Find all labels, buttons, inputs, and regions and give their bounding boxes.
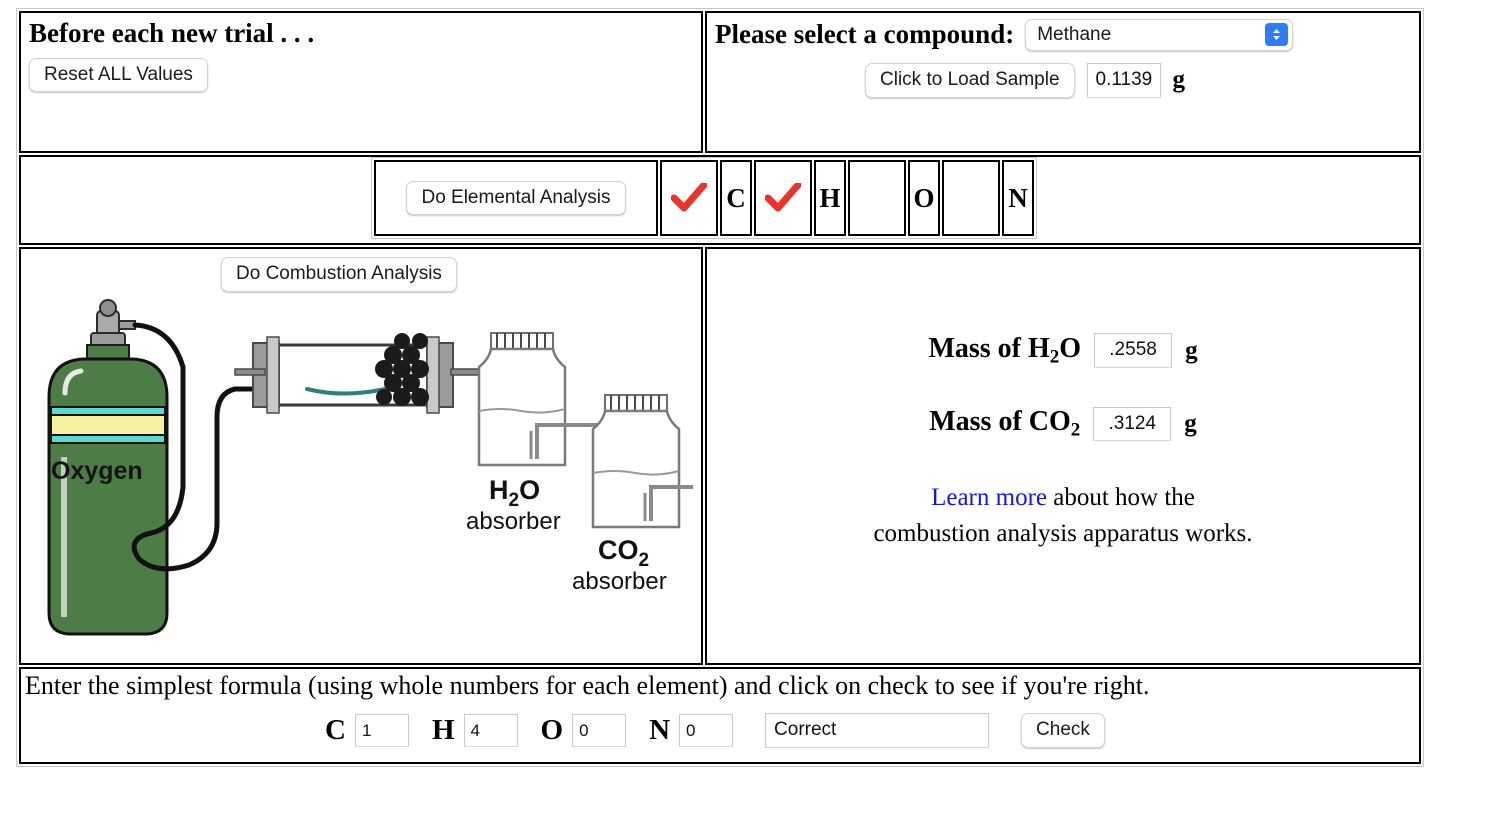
answer-row: Enter the simplest formula (using whole … [19,667,1421,764]
element-symbol-cell-h: H [814,160,846,236]
co2-mass-field[interactable]: .3124 [1093,406,1172,442]
combustion-apparatus-diagram: Oxygen [47,299,693,636]
combustion-analysis-simulation: Before each new trial . . . Reset ALL Va… [16,8,1424,767]
co2-absorber-caption: absorber [572,568,667,595]
elemental-results-table: Do Elemental Analysis C [371,157,1037,239]
co2-mass-row: Mass of CO2 .3124 g [707,406,1419,442]
learn-more-link[interactable]: Learn more [931,483,1047,511]
trial-panel: Before each new trial . . . Reset ALL Va… [19,11,703,153]
learn-more-text: Learn more about how the combustion anal… [707,480,1419,553]
formula-symbol-h: H [431,713,455,746]
formula-input-n[interactable]: 0 [679,713,734,747]
co2-absorber-label: CO2 [598,535,649,571]
element-check-cell-c[interactable] [660,160,718,236]
chevron-updown-icon[interactable] [1265,23,1289,46]
do-combustion-analysis-button[interactable]: Do Combustion Analysis [221,257,457,292]
apparatus-panel: Do Combustion Analysis [19,247,703,665]
sample-mass-field[interactable]: 0.1139 [1086,63,1161,98]
formula-entry-row: C 1 H 4 O 0 N 0 Correct Check [25,712,1419,748]
elemental-analysis-row: Do Elemental Analysis C [19,155,1421,245]
checkmark-icon [765,183,801,212]
answer-panel: Enter the simplest formula (using whole … [19,667,1421,764]
elemental-button-cell: Do Elemental Analysis [374,160,658,236]
h2o-absorber-caption: absorber [466,508,561,535]
answer-instruction: Enter the simplest formula (using whole … [25,671,1150,700]
do-elemental-analysis-button[interactable]: Do Elemental Analysis [406,180,626,216]
combustion-row: Do Combustion Analysis [19,247,1421,665]
learn-more-rest-1: about how the [1047,483,1195,511]
formula-input-h[interactable]: 4 [463,713,518,747]
combustion-tube-icon [234,333,486,414]
element-check-cell-h[interactable] [754,160,812,236]
feedback-field[interactable]: Correct [765,712,990,748]
h2o-absorber-label: H2O [489,475,540,511]
cylinder-label: Oxygen [51,457,143,485]
h2o-mass-field[interactable]: .2558 [1094,333,1173,369]
compound-panel: Please select a compound: Methane [705,11,1421,153]
element-check-cell-o[interactable] [848,160,906,236]
formula-symbol-c: C [325,713,346,746]
formula-symbol-n: N [649,713,671,746]
element-check-cell-n[interactable] [942,160,1000,236]
trial-heading: Before each new trial . . . [29,18,315,48]
check-button[interactable]: Check [1021,712,1105,748]
formula-symbol-o: O [540,713,564,746]
load-sample-button[interactable]: Click to Load Sample [865,63,1075,98]
checkmark-icon [671,183,707,212]
header-row: Before each new trial . . . Reset ALL Va… [19,11,1421,153]
formula-input-o[interactable]: 0 [572,713,627,747]
sample-mass-unit: g [1172,66,1186,94]
co2-absorber-icon [591,394,693,529]
elemental-analysis-panel: Do Elemental Analysis C [19,155,1421,245]
h2o-absorber-icon [477,332,631,467]
h2o-mass-unit: g [1185,336,1198,364]
compound-select-value: Methane [1037,23,1112,45]
element-symbol-cell-o: O [908,160,940,236]
oxygen-cylinder-icon: Oxygen [47,299,169,636]
co2-mass-unit: g [1184,409,1197,437]
main-layout-table: Before each new trial . . . Reset ALL Va… [16,8,1424,767]
compound-select[interactable]: Methane [1025,19,1294,51]
h2o-mass-label: Mass of H2O [928,333,1082,368]
co2-mass-label: Mass of CO2 [929,406,1081,441]
reset-all-values-button[interactable]: Reset ALL Values [29,57,208,93]
element-symbol-cell-c: C [720,160,752,236]
element-symbol-cell-n: N [1002,160,1034,236]
catalyst-spheres [375,333,429,406]
h2o-mass-row: Mass of H2O .2558 g [707,333,1419,369]
gas-tubing-left [131,322,260,572]
learn-more-rest-2: combustion analysis apparatus works. [873,519,1253,547]
compound-prompt: Please select a compound: [715,19,1015,50]
results-panel: Mass of H2O .2558 g Mass of CO2 .3124 g [705,247,1421,665]
formula-input-c[interactable]: 1 [354,713,409,747]
